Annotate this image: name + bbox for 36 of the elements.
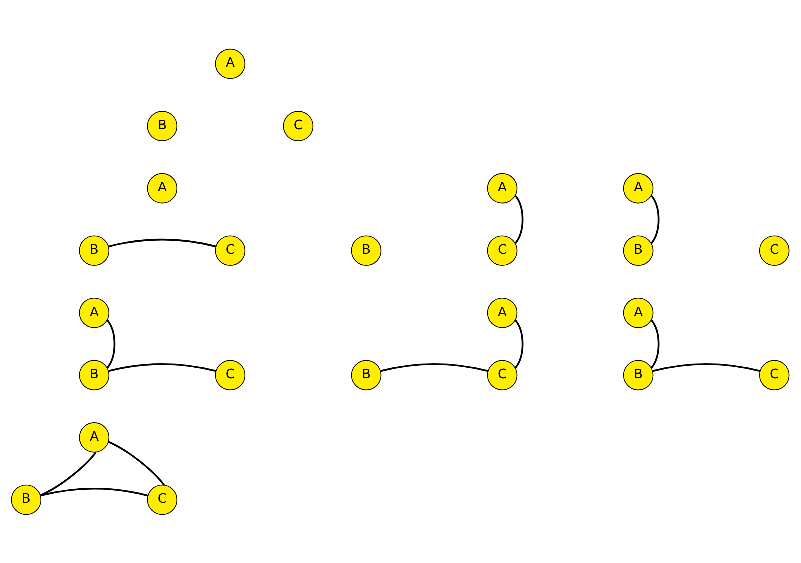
node-circle: B <box>623 360 654 390</box>
connector <box>108 440 165 486</box>
node-circle: C <box>215 360 246 390</box>
node-circle: B <box>147 110 178 141</box>
node-circle: B <box>351 235 382 266</box>
connector <box>108 362 216 372</box>
node-circle: C <box>759 235 790 266</box>
connector <box>514 194 524 244</box>
connector <box>514 319 524 368</box>
connector <box>380 362 488 372</box>
node-circle: C <box>487 235 518 266</box>
connector <box>108 238 216 248</box>
node-circle: B <box>79 235 110 266</box>
node-circle: A <box>79 422 110 452</box>
connector <box>650 194 660 244</box>
node-circle: A <box>79 297 110 328</box>
node-circle: C <box>283 110 314 141</box>
node-circle: B <box>623 235 654 266</box>
node-circle: A <box>487 297 518 328</box>
node-circle: A <box>487 172 518 204</box>
node-circle: C <box>147 484 178 515</box>
node-circle: A <box>215 48 246 79</box>
connector <box>650 319 660 368</box>
node-circle: C <box>487 360 518 390</box>
connector <box>40 488 148 496</box>
node-circle: A <box>623 172 654 204</box>
node-circle: B <box>11 484 42 515</box>
connector <box>106 319 116 368</box>
node-circle: C <box>215 235 246 266</box>
connector <box>40 452 97 496</box>
node-circle: C <box>759 360 790 390</box>
node-circle: B <box>79 360 110 390</box>
node-circle: A <box>623 297 654 328</box>
connector <box>652 362 761 372</box>
node-circle: B <box>351 360 382 390</box>
node-circle: A <box>147 172 178 204</box>
